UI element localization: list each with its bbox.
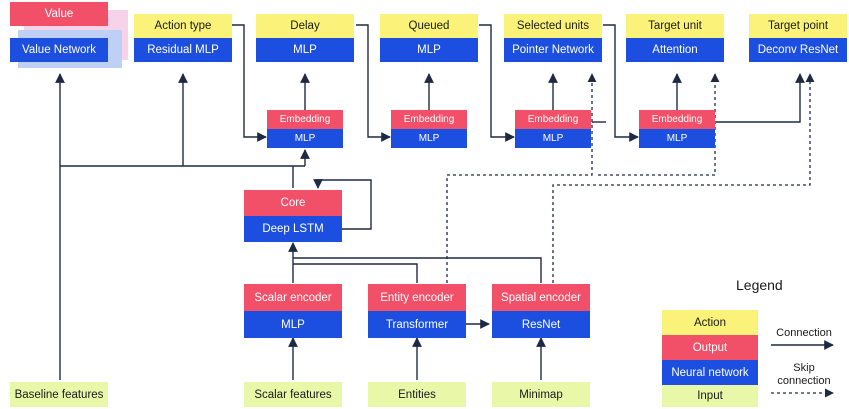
legend-skip-label-line2: connection — [777, 375, 831, 387]
spatial-encoder-network: ResNet — [492, 311, 590, 338]
skip-entity-to-pointer — [446, 73, 597, 283]
selected-units-embedding-mlp: MLP — [515, 129, 591, 148]
queued-embedding: Embedding — [391, 110, 467, 129]
arrow-delay-to-queued-embedding — [356, 24, 391, 142]
delay-embedding-mlp: MLP — [267, 129, 343, 148]
entity-encoder-network: Transformer — [368, 311, 466, 338]
core-output: Core — [244, 190, 342, 216]
queued-network: MLP — [380, 38, 478, 62]
legend-title: Legend — [736, 277, 783, 293]
delay-embedding: Embedding — [267, 110, 343, 129]
delay-network: MLP — [256, 38, 354, 62]
value-network: Value Network — [10, 38, 108, 62]
arrow-action-type-to-delay-embedding — [232, 24, 267, 142]
legend-skip-label-line1: Skip — [793, 362, 815, 374]
arrow-target-embedding-to-deconv — [716, 73, 805, 123]
input-scalar-features: Scalar features — [244, 382, 342, 407]
legend-action: Action — [662, 310, 758, 335]
core-network: Deep LSTM — [244, 216, 342, 242]
entity-encoder-output: Entity encoder — [368, 284, 466, 311]
target-point-label: Target point — [749, 14, 847, 38]
line-entity-to-core — [293, 263, 418, 283]
action-type-label: Action type — [134, 14, 232, 38]
target-unit-embedding: Embedding — [639, 110, 715, 129]
legend-neural-network: Neural network — [662, 360, 758, 385]
legend-output: Output — [662, 335, 758, 360]
input-minimap: Minimap — [492, 382, 590, 407]
line-spatial-to-core — [293, 257, 542, 283]
delay-label: Delay — [256, 14, 354, 38]
target-unit-label: Target unit — [626, 14, 724, 38]
selected-units-network: Pointer Network — [504, 38, 602, 62]
arrow-core-loop — [313, 179, 372, 230]
selected-units-embedding: Embedding — [515, 110, 591, 129]
action-type-network: Residual MLP — [134, 38, 232, 62]
value-output: Value — [10, 2, 108, 26]
skip-entity-to-attention — [598, 73, 720, 176]
scalar-encoder-network: MLP — [244, 311, 342, 338]
queued-label: Queued — [380, 14, 478, 38]
input-baseline-features: Baseline features — [10, 382, 108, 407]
legend-input: Input — [662, 385, 758, 407]
arrow-queued-to-selected-embedding — [479, 24, 515, 142]
skip-spatial-to-deconv — [552, 73, 815, 283]
target-unit-network: Attention — [626, 38, 724, 62]
selected-units-label: Selected units — [504, 14, 602, 38]
scalar-encoder-output: Scalar encoder — [244, 284, 342, 311]
target-unit-embedding-mlp: MLP — [639, 129, 715, 148]
input-entities: Entities — [368, 382, 466, 407]
legend-connection-label: Connection — [776, 327, 832, 339]
target-point-network: Deconv ResNet — [749, 38, 847, 62]
spatial-encoder-output: Spatial encoder — [492, 284, 590, 311]
arrow-selected-to-target-embedding — [603, 24, 639, 142]
queued-embedding-mlp: MLP — [391, 129, 467, 148]
